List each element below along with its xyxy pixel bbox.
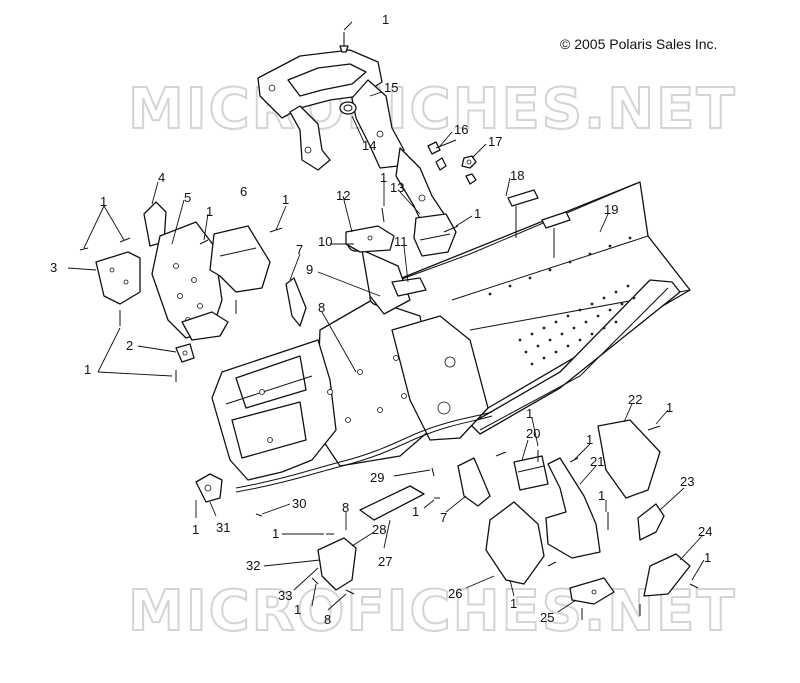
plate-part-11 [391,277,427,297]
callout-8: 8 [324,612,331,627]
callout-1: 1 [412,504,419,519]
bracket-part-25 [569,577,615,605]
grommet-part-14 [339,101,357,115]
callout-32: 32 [246,558,260,573]
callout-2: 2 [126,338,133,353]
callout-29: 29 [370,470,384,485]
chassis-bulkhead [211,299,493,493]
clip-part-2 [175,343,195,363]
bolt-part-16 [427,139,457,171]
plate-part-3 [95,251,141,305]
callout-1: 1 [704,550,711,565]
callout-1: 1 [100,194,107,209]
callout-7: 7 [440,510,447,525]
bumper-part-31 [195,473,223,503]
bracket-part-13 [413,213,457,257]
callout-1: 1 [586,432,593,447]
callout-1: 1 [526,406,533,421]
callout-6: 6 [240,184,247,199]
watermark-top: MICROFICHES.NET [128,77,737,142]
callout-8: 8 [318,300,325,315]
callout-14: 14 [362,138,376,153]
block-part-20 [513,455,549,491]
callout-12: 12 [336,188,350,203]
callout-15: 15 [384,80,398,95]
callout-26: 26 [448,586,462,601]
callout-28: 28 [372,522,386,537]
callout-1: 1 [474,206,481,221]
callout-3: 3 [50,260,57,275]
callout-13: 13 [390,180,404,195]
panel-part-7-lower [457,457,491,507]
bracket-part-6 [209,225,271,293]
watermark-bottom: MICROFICHES.NET [128,579,737,644]
callout-23: 23 [680,474,694,489]
callout-16: 16 [454,122,468,137]
callout-8: 8 [342,500,349,515]
skid-part-26 [485,501,545,585]
nut-part-17 [461,155,477,185]
callout-11: 11 [394,234,408,249]
callout-1: 1 [380,170,387,185]
callout-20: 20 [526,426,540,441]
callout-7: 7 [296,242,303,257]
callout-1: 1 [598,488,605,503]
callout-24: 24 [698,524,712,539]
bracket-part-21 [545,457,601,559]
callout-labels: 1 15 14 16 17 18 19 13 1 12 1 10 11 9 8 … [50,12,712,627]
callout-5: 5 [184,190,191,205]
callout-19: 19 [604,202,618,217]
decal-part-18 [507,189,571,258]
callout-25: 25 [540,610,554,625]
panel-part-22 [597,419,661,499]
steering-post-part-15 [257,49,445,229]
callout-1: 1 [272,526,279,541]
bracket-part-27 [359,485,425,521]
copyright-notice: © 2005 Polaris Sales Inc. [560,36,718,52]
callout-31: 31 [216,520,230,535]
callout-10: 10 [318,234,332,249]
callout-9: 9 [306,262,313,277]
callout-1: 1 [666,400,673,415]
leader-lines [67,21,705,613]
callout-33: 33 [278,588,292,603]
callout-27: 27 [378,554,392,569]
callout-1: 1 [192,522,199,537]
skid-plate-part-5 [151,221,229,341]
callout-1: 1 [84,362,91,377]
callout-17: 17 [488,134,502,149]
callout-21: 21 [590,454,604,469]
bracket-part-12 [345,225,395,253]
callout-1: 1 [206,204,213,219]
bracket-part-4 [143,201,167,247]
skid-part-24 [643,553,691,597]
side-panel-part-7-upper [285,277,307,327]
tunnel-perforations [488,236,636,366]
callout-1: 1 [510,596,517,611]
callout-1: 1 [282,192,289,207]
fasteners-part-1 [79,32,699,620]
bracket-part-28 [317,537,357,591]
callout-4: 4 [158,170,165,185]
callout-18: 18 [510,168,524,183]
plate-part-23 [637,503,665,541]
callout-1: 1 [294,602,301,617]
callout-1: 1 [382,12,389,27]
callout-30: 30 [292,496,306,511]
callout-22: 22 [628,392,642,407]
